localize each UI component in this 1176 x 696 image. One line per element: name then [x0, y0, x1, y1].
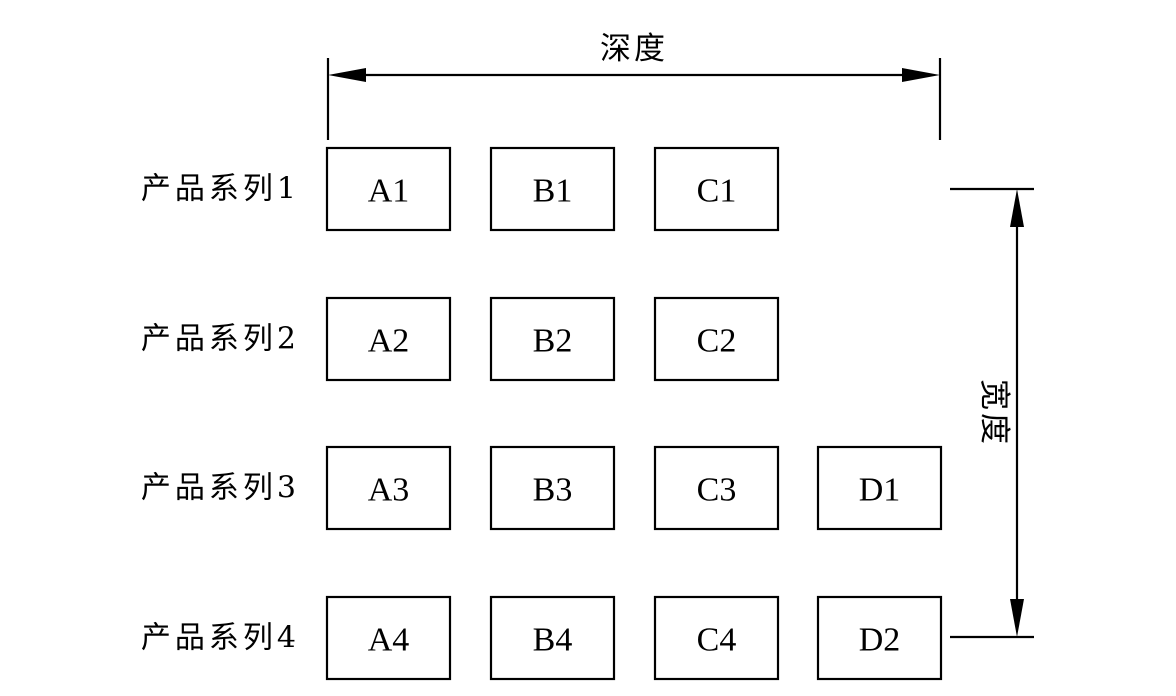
product-box-frame	[653, 595, 780, 681]
product-box-label: B3	[533, 472, 573, 509]
row-label: 产品系列3	[141, 471, 300, 506]
product-box-label: A3	[368, 472, 410, 509]
row-label: 产品系列1	[141, 172, 300, 207]
product-box-frame	[325, 146, 452, 232]
product-box-label: A2	[368, 323, 410, 360]
product-box-frame	[489, 146, 616, 232]
depth-arrow-left-icon	[328, 68, 366, 82]
product-box-label: B4	[533, 622, 573, 659]
product-box-frame	[489, 595, 616, 681]
product-row: 产品系列3 A3 B3 C3 D1	[141, 445, 943, 531]
product-box: D1	[816, 445, 943, 531]
product-box: B2	[489, 296, 616, 382]
product-box: C1	[653, 146, 780, 232]
width-dimension: 宽度	[950, 187, 1034, 639]
product-box: C2	[653, 296, 780, 382]
product-box-label: C2	[697, 323, 737, 360]
product-box-frame	[325, 296, 452, 382]
product-box: D2	[816, 595, 943, 681]
depth-arrow-right-icon	[902, 68, 940, 82]
product-box-frame	[653, 146, 780, 232]
product-box: A3	[325, 445, 452, 531]
product-box: A1	[325, 146, 452, 232]
depth-dimension: 深度	[326, 31, 942, 140]
row-label: 产品系列4	[141, 621, 300, 656]
product-box-label: A4	[368, 622, 410, 659]
product-box-label: B1	[533, 173, 573, 210]
product-box: C3	[653, 445, 780, 531]
product-box-label: D2	[859, 622, 901, 659]
product-box-frame	[325, 595, 452, 681]
depth-label: 深度	[600, 31, 668, 67]
product-box: B1	[489, 146, 616, 232]
product-box: B3	[489, 445, 616, 531]
row-label: 产品系列2	[141, 322, 300, 357]
product-box-frame	[489, 296, 616, 382]
product-box: B4	[489, 595, 616, 681]
product-box-label: C3	[697, 472, 737, 509]
product-box: A4	[325, 595, 452, 681]
product-box-label: B2	[533, 323, 573, 360]
product-box-frame	[653, 445, 780, 531]
product-row: 产品系列2 A2 B2 C2	[141, 296, 780, 382]
product-box-frame	[653, 296, 780, 382]
width-arrow-top-icon	[1010, 189, 1024, 227]
product-box-frame	[489, 445, 616, 531]
width-label: 宽度	[976, 379, 1012, 447]
product-box: C4	[653, 595, 780, 681]
product-box: A2	[325, 296, 452, 382]
width-arrow-bottom-icon	[1010, 599, 1024, 637]
product-box-label: C4	[697, 622, 737, 659]
product-row: 产品系列1 A1 B1 C1	[141, 146, 780, 232]
product-box-frame	[816, 445, 943, 531]
product-box-frame	[816, 595, 943, 681]
product-row: 产品系列4 A4 B4 C4 D2	[141, 595, 943, 681]
product-rows: 产品系列1 A1 B1 C1 产品系列2 A2 B2 C2 产品系列3 A3 B3 C3 D1 产品系列4…	[141, 146, 943, 681]
product-box-label: C1	[697, 173, 737, 210]
product-box-frame	[325, 445, 452, 531]
product-box-label: A1	[368, 173, 410, 210]
product-box-label: D1	[859, 472, 901, 509]
